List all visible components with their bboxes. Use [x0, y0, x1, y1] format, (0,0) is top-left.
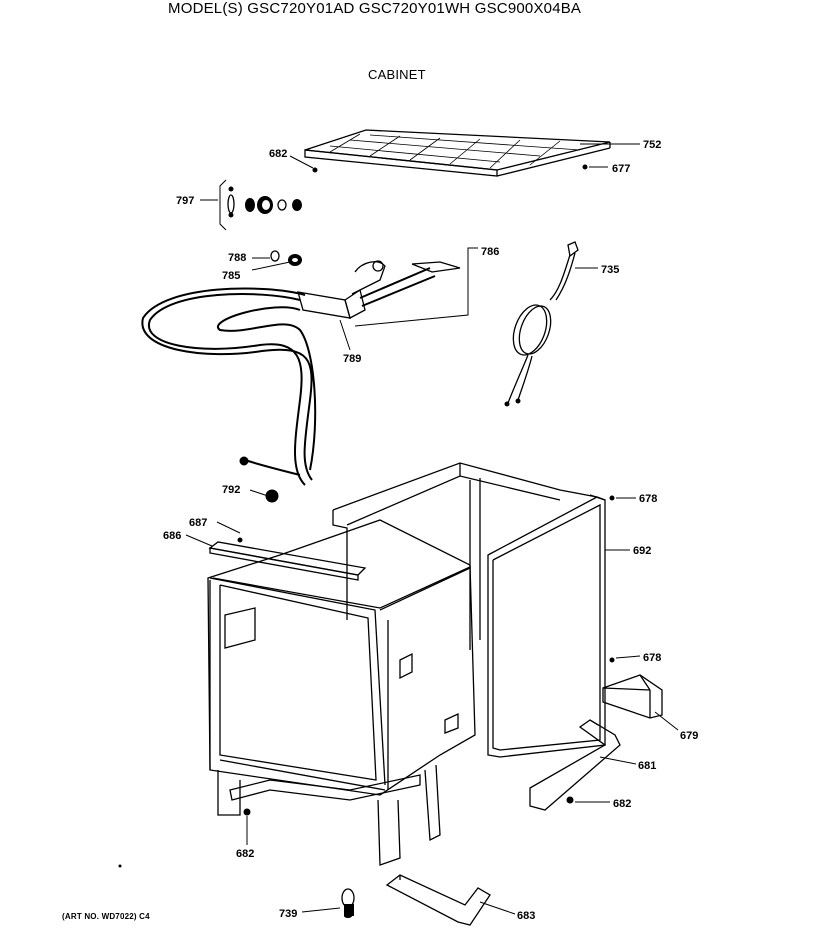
callout-677: 677	[612, 163, 630, 175]
gasket-kit-part	[219, 179, 302, 231]
callout-687: 687	[189, 517, 207, 529]
leader-lines	[185, 143, 679, 915]
callout-686: 686	[163, 530, 181, 542]
callout-679: 679	[680, 730, 698, 742]
callout-692: 692	[633, 545, 651, 557]
front-bracket-part	[208, 537, 367, 581]
callout-682-bottom: 682	[236, 848, 254, 860]
power-cord-part	[504, 241, 579, 407]
callout-678-lower: 678	[643, 652, 661, 664]
diagram-title: MODEL(S) GSC720Y01AD GSC720Y01WH GSC900X…	[168, 0, 582, 17]
callout-681: 681	[638, 760, 656, 772]
callout-682-right: 682	[613, 798, 631, 810]
tub-part	[207, 519, 476, 866]
section-title: CABINET	[368, 67, 426, 82]
callout-739: 739	[279, 908, 297, 920]
callout-683: 683	[517, 910, 535, 922]
callout-752: 752	[643, 139, 661, 151]
callout-682-top: 682	[269, 148, 287, 160]
callout-735: 735	[601, 264, 619, 276]
callout-789: 789	[343, 353, 361, 365]
callout-788: 788	[228, 252, 246, 264]
callout-786: 786	[481, 246, 499, 258]
support-block-part	[602, 674, 663, 719]
callout-797: 797	[176, 195, 194, 207]
bottom-bracket-part	[385, 874, 491, 926]
callout-792: 792	[222, 484, 240, 496]
leveling-leg-part	[341, 888, 355, 918]
toe-rail-part	[529, 719, 621, 811]
callout-678-upper: 678	[639, 493, 657, 505]
art-number: (ART NO. WD7022) C4	[62, 912, 150, 921]
top-grille-part	[304, 129, 611, 177]
callout-785: 785	[222, 270, 240, 282]
fill-hose-part	[141, 260, 461, 486]
